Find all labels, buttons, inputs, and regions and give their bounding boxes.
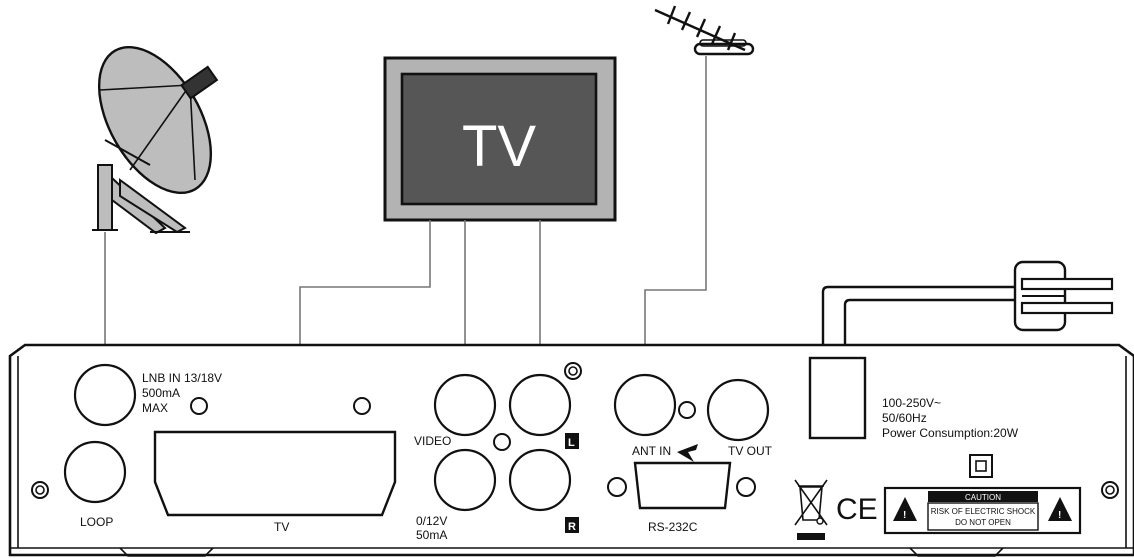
rs232-connector: [633, 461, 732, 510]
power-label-2: 50/60Hz: [882, 411, 927, 425]
video-connector: [433, 373, 497, 437]
caution-title: CAUTION: [965, 493, 1001, 502]
caution-line-1: RISK OF ELECTRIC SHOCK: [931, 507, 1036, 516]
video-label: VIDEO: [414, 434, 451, 448]
lnb-in-label-3: MAX: [142, 401, 168, 415]
loop-label: LOOP: [80, 515, 113, 529]
tv-out-connector: [706, 378, 770, 442]
lnb-in-label-1: LNB IN 13/18V: [142, 371, 222, 385]
power-label-1: 100-250V~: [882, 396, 941, 410]
scart-tv-label: TV: [274, 520, 289, 534]
audio-left-connector: [508, 373, 572, 437]
screw-right: [1101, 481, 1119, 499]
ce-mark: CE: [836, 493, 878, 526]
scart-connector: [153, 430, 397, 517]
screw-left: [31, 481, 49, 499]
audio-left-label: L: [568, 437, 575, 449]
audio-right-connector: [508, 448, 572, 512]
rear-panel: LNB IN 13/18V 500mA MAX LOOP TV VIDEO L …: [8, 343, 1134, 557]
power-cord-inlet: [808, 356, 867, 440]
power-label-3: Power Consumption:20W: [882, 426, 1019, 440]
ant-in-label: ANT IN: [632, 444, 671, 458]
caution-label: ! ! CAUTION RISK OF ELECTRIC SHOCK DO NO…: [883, 486, 1082, 535]
loop-connector: [63, 440, 127, 504]
caution-line-2: DO NOT OPEN: [955, 518, 1011, 527]
double-insulation-icon: [969, 454, 993, 478]
screw-top: [564, 362, 582, 380]
svg-text:!: !: [1058, 510, 1061, 521]
lnb-in-connector: [73, 363, 137, 427]
weee-bin-icon: [794, 479, 828, 540]
audio-right-label: R: [568, 521, 576, 533]
led-indicator: [190, 397, 208, 415]
dc-out-label-2: 50mA: [416, 528, 447, 542]
satellite-dish-icon: [92, 45, 219, 235]
ant-in-connector: [613, 373, 677, 437]
antenna-icon: [654, 5, 755, 56]
lnb-in-label-2: 500mA: [142, 386, 180, 400]
power-plug-icon: [821, 260, 1114, 385]
rs232-label: RS-232C: [648, 520, 698, 534]
dc-out-label-1: 0/12V: [416, 514, 447, 528]
svg-text:!: !: [903, 510, 906, 521]
tv-out-label: TV OUT: [728, 444, 773, 458]
dc-out-connector: [433, 448, 497, 512]
tv-label: TV: [462, 114, 536, 179]
ant-arrow-icon: [677, 444, 698, 462]
tv-set: TV: [383, 56, 617, 222]
